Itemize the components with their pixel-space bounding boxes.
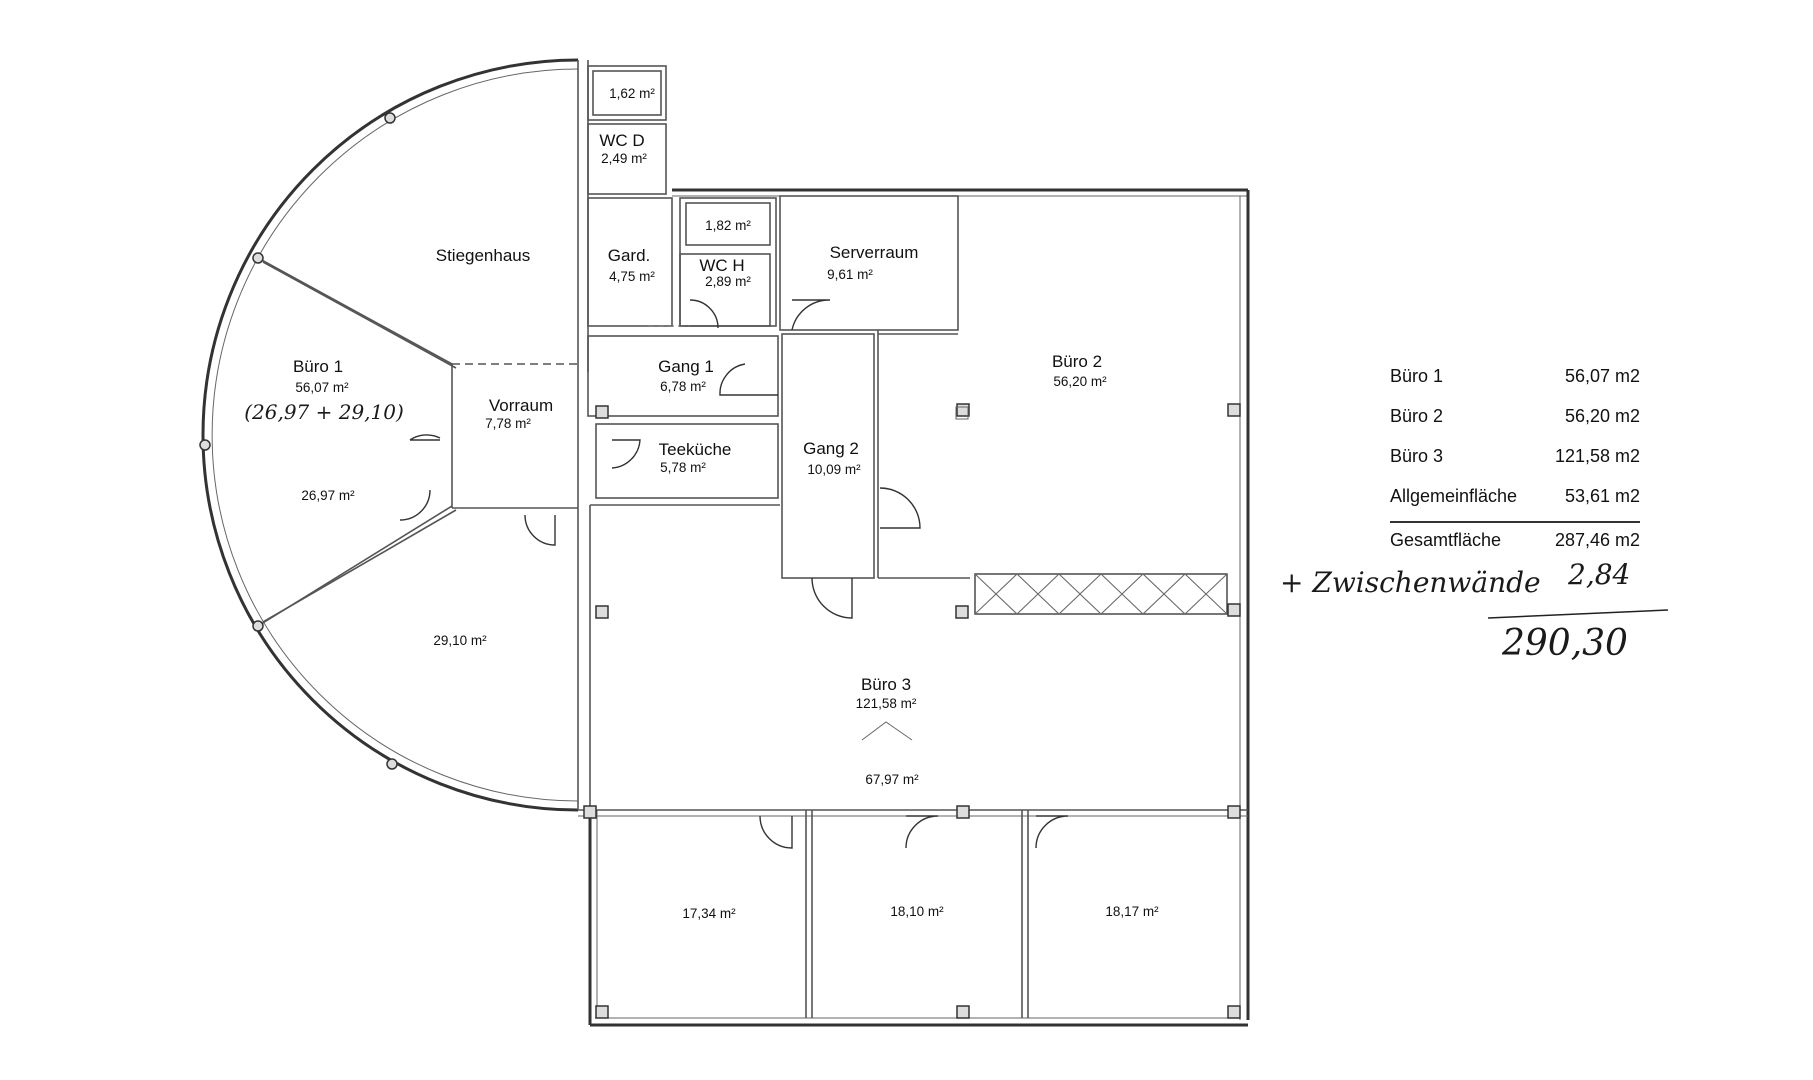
main-block-walls [578,188,1250,1027]
office-a-area: 17,34 m² [682,906,736,921]
buero3-name: Büro 3 [861,675,911,694]
wc-h-area: 2,89 m² [705,274,751,289]
floor-marker [955,406,969,420]
service-block [587,65,777,329]
handwritten-result: 290,30 [1501,623,1628,664]
teekueche-name: Teeküche [659,440,732,459]
storage-small-area: 1,62 m² [609,86,655,101]
handwritten-addition-value: 2,84 [1567,558,1630,591]
office-b-area: 18,10 m² [890,904,944,919]
buero1-area: 56,07 m² [295,380,349,395]
buero1-b-area: 29,10 m² [433,633,487,648]
summary-value-0: 56,07 m2 [1565,366,1640,386]
buero2-area: 56,20 m² [1053,374,1107,389]
summary-value-3: 53,61 m2 [1565,486,1640,506]
buero1-name: Büro 1 [293,357,343,376]
buero2-name: Büro 2 [1052,352,1102,371]
curved-wing-outline [199,58,589,812]
buero1-a-area: 26,97 m² [301,488,355,503]
wc-h-name: WC H [699,256,744,275]
handwritten-calculation: + Zwischenwände 2,84 290,30 [1280,558,1669,664]
storage-wch-area: 1,82 m² [705,218,751,233]
summary-total-label: Gesamtfläche [1390,530,1501,550]
wc-d-area: 2,49 m² [601,151,647,166]
gard-area: 4,75 m² [609,269,655,284]
serverraum-area: 9,61 m² [827,267,873,282]
gang2-area: 10,09 m² [807,462,861,477]
summary-label-2: Büro 3 [1390,446,1443,466]
summary-label-0: Büro 1 [1390,366,1443,386]
gang2-name: Gang 2 [803,439,859,458]
summary-total-value: 287,46 m2 [1555,530,1640,550]
office-c-area: 18,17 m² [1105,904,1159,919]
gang1-name: Gang 1 [658,357,714,376]
summary-label-3: Allgemeinfläche [1390,486,1517,506]
buero3-main-area: 67,97 m² [865,772,919,787]
handwritten-underline [1487,609,1669,619]
buero3-area: 121,58 m² [856,696,917,711]
vorraum-area: 7,78 m² [485,416,531,431]
summary-value-1: 56,20 m2 [1565,406,1640,426]
summary-value-2: 121,58 m2 [1555,446,1640,466]
summary-label-1: Büro 2 [1390,406,1443,426]
vorraum-walls [399,363,578,546]
buero1-handwritten-sum: (26,97 + 29,10) [244,400,404,424]
gard-name: Gard. [608,246,651,265]
serverraum-name: Serverraum [830,243,919,262]
teekueche-area: 5,78 m² [660,460,706,475]
area-summary-table: Büro 1 56,07 m2 Büro 2 56,20 m2 Büro 3 1… [1390,366,1640,550]
stiegenhaus-name: Stiegenhaus [436,246,531,265]
gang1-area: 6,78 m² [660,379,706,394]
handwritten-addition: + Zwischenwände [1280,566,1541,599]
vorraum-name: Vorraum [489,396,553,415]
wc-d-name: WC D [599,131,644,150]
